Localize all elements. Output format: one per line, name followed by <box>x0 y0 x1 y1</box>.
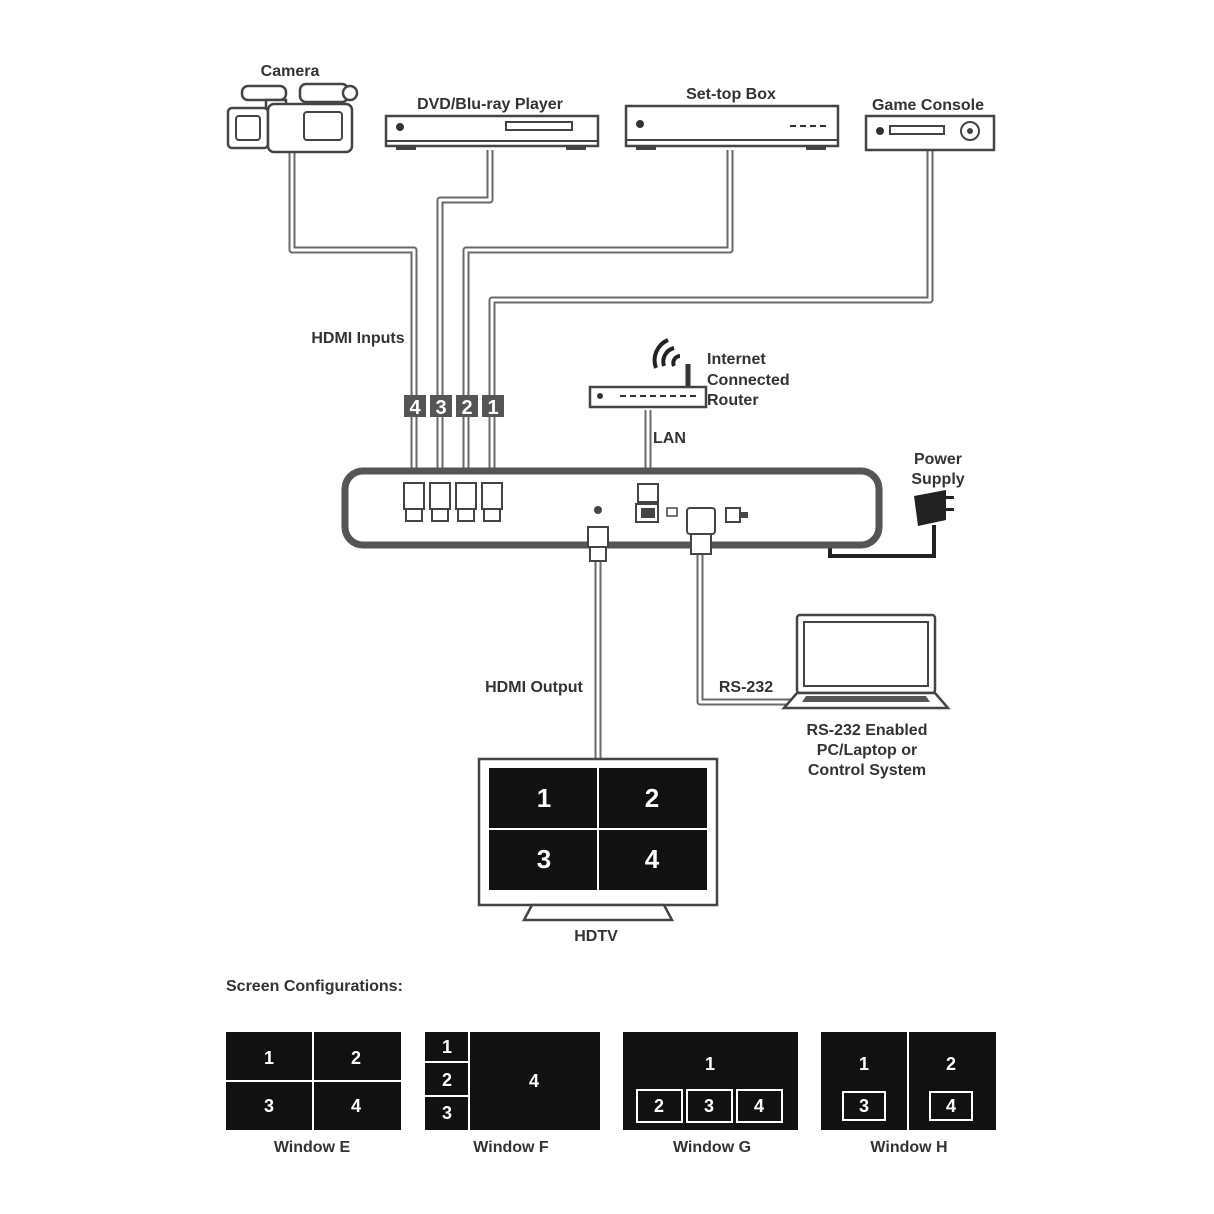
window-g-label: Window G <box>673 1139 751 1156</box>
hdtv-icon: 1 2 3 4 <box>477 757 719 922</box>
window-e-layout: 1 2 3 4 <box>226 1032 401 1130</box>
hdtv-label: HDTV <box>574 928 618 945</box>
router-label-line1: Internet <box>707 351 766 368</box>
screen-config-title: Screen Configurations: <box>226 978 403 995</box>
input-number-tags: 4 3 2 1 <box>404 395 504 419</box>
laptop-icon <box>781 613 951 710</box>
input-3-number: 3 <box>435 397 446 419</box>
set-top-box-icon <box>624 104 840 150</box>
rs232-cable <box>696 555 800 706</box>
router-icon <box>588 338 708 409</box>
router-label-line3: Router <box>707 392 759 409</box>
window-e-pane-1: 1 <box>264 1048 274 1068</box>
hdmi-input-ports <box>403 482 503 522</box>
power-adapter-icon <box>914 490 954 526</box>
window-f-label: Window F <box>473 1139 549 1156</box>
window-h-layout: 1 2 3 4 <box>821 1032 996 1130</box>
game-console-label: Game Console <box>872 97 984 114</box>
window-h-pane-4: 4 <box>946 1096 956 1116</box>
dc-power-port <box>725 507 748 523</box>
power-label-line1: Power <box>914 451 962 468</box>
input-2-number: 2 <box>461 397 472 419</box>
tv-screen-2: 2 <box>645 783 659 813</box>
camera-label: Camera <box>261 63 320 80</box>
window-f-pane-3: 3 <box>442 1103 452 1123</box>
window-e-pane-2: 2 <box>351 1048 361 1068</box>
window-f-layout: 1 2 3 4 <box>425 1032 600 1130</box>
multiviewer-unit <box>341 467 883 562</box>
pc-label-line3: Control System <box>808 762 926 779</box>
hdmi-inputs-label: HDMI Inputs <box>311 330 404 347</box>
tv-screen-3: 3 <box>537 844 551 874</box>
window-h-pane-1: 1 <box>859 1054 869 1074</box>
tv-screen-4: 4 <box>645 844 660 874</box>
hdmi-input-cables <box>288 150 934 480</box>
rs232-label: RS-232 <box>719 679 773 696</box>
hdmi-output-label: HDMI Output <box>485 679 583 696</box>
dvd-label: DVD/Blu-ray Player <box>417 96 563 113</box>
window-g-layout: 1 2 3 4 <box>623 1032 798 1130</box>
router-label-line2: Connected <box>707 372 790 389</box>
window-f-pane-4: 4 <box>529 1071 539 1091</box>
window-h-label: Window H <box>870 1139 947 1156</box>
dvd-player-icon <box>384 114 600 150</box>
tv-screen-1: 1 <box>537 783 551 813</box>
window-h-pane-2: 2 <box>946 1054 956 1074</box>
window-e-label: Window E <box>274 1139 351 1156</box>
window-f-pane-1: 1 <box>442 1037 452 1057</box>
window-g-pane-2: 2 <box>654 1096 664 1116</box>
pc-label-line1: RS-232 Enabled <box>807 722 928 739</box>
hdmi-output-port <box>587 506 609 562</box>
input-4-number: 4 <box>409 397 421 419</box>
rs232-port <box>686 507 716 555</box>
window-e-pane-3: 3 <box>264 1096 274 1116</box>
lan-port <box>635 483 678 523</box>
window-e-pane-4: 4 <box>351 1096 361 1116</box>
input-1-number: 1 <box>487 397 498 419</box>
window-g-pane-3: 3 <box>704 1096 714 1116</box>
camera-icon <box>226 82 359 154</box>
lan-label: LAN <box>653 430 686 447</box>
window-g-pane-4: 4 <box>754 1096 764 1116</box>
window-f-pane-2: 2 <box>442 1070 452 1090</box>
window-g-pane-1: 1 <box>705 1054 715 1074</box>
window-h-pane-3: 3 <box>859 1096 869 1116</box>
pc-label-line2: PC/Laptop or <box>817 742 917 759</box>
game-console-icon <box>864 114 996 152</box>
power-label-line2: Supply <box>911 471 964 488</box>
stb-label: Set-top Box <box>686 86 776 103</box>
